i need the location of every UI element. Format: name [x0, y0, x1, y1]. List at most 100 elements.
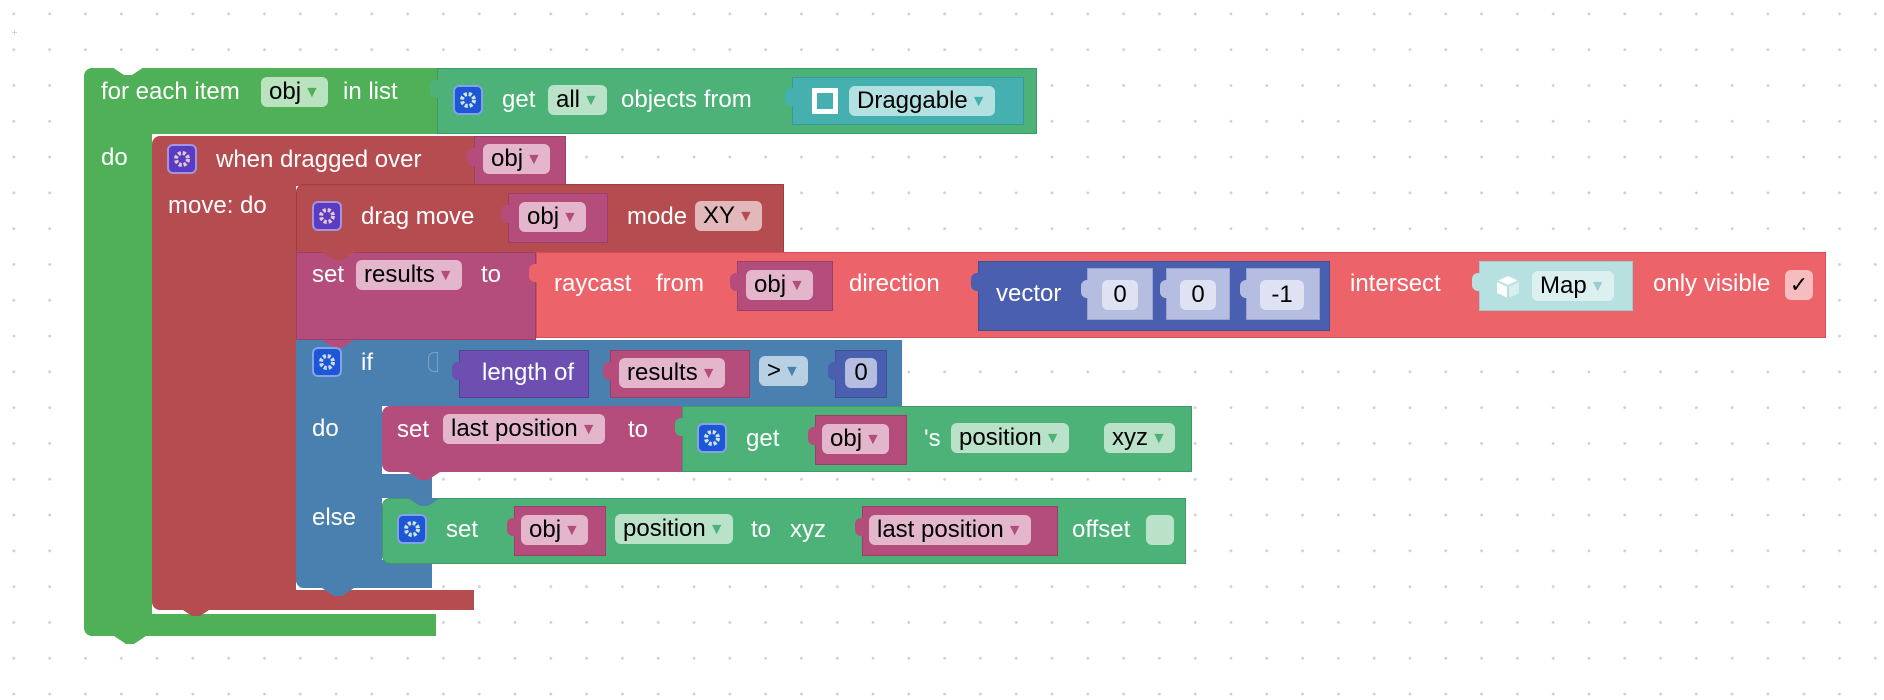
variable-dropdown[interactable]: obj▼: [746, 270, 813, 300]
map-dropdown[interactable]: Map▼: [1532, 271, 1614, 301]
intersect-label: intersect: [1350, 270, 1441, 297]
possessive-label: 's: [924, 425, 941, 452]
objects-from-label: objects from: [621, 86, 752, 113]
dropdown-value: all: [556, 86, 581, 113]
scope-dropdown[interactable]: all▼: [548, 85, 607, 115]
compare-value-input[interactable]: 0: [845, 358, 877, 388]
gear-icon[interactable]: [453, 85, 483, 115]
dropdown-arrow-icon: ▼: [437, 267, 454, 284]
variable-dropdown[interactable]: obj▼: [521, 515, 588, 545]
dropdown-value: obj: [830, 425, 863, 452]
dropdown-arrow-icon: ▼: [784, 363, 800, 380]
last-position-variable-dropdown[interactable]: last position▼: [443, 414, 605, 444]
connector-tab: [1240, 280, 1248, 298]
component-dropdown[interactable]: xyz▼: [1104, 423, 1175, 453]
for-each-body-spine: [84, 132, 152, 626]
mode-dropdown[interactable]: XY▼: [695, 201, 762, 231]
connector-tab: [730, 273, 738, 291]
only-visible-checkbox[interactable]: ✓: [1785, 270, 1813, 300]
dropdown-arrow-icon: ▼: [708, 521, 725, 538]
connector-tab: [507, 518, 515, 536]
if-block[interactable]: [296, 340, 902, 406]
drag-frame-icon: [812, 88, 838, 114]
connector-tab: [785, 88, 793, 106]
drag-move-label: drag move: [361, 203, 475, 230]
set-label: set: [397, 416, 430, 443]
from-label: from: [656, 270, 704, 297]
dropdown-arrow-icon: ▼: [562, 209, 578, 226]
gear-icon[interactable]: [167, 144, 197, 174]
dropdown-arrow-icon: ▼: [700, 365, 717, 382]
notch: [112, 67, 144, 75]
variable-dropdown[interactable]: obj▼: [519, 202, 586, 232]
variable-dropdown[interactable]: obj▼: [483, 144, 550, 174]
dropdown-arrow-icon: ▼: [580, 421, 597, 438]
dropdown-value: Map: [1540, 272, 1587, 299]
dropdown-arrow-icon: ▼: [304, 84, 320, 101]
dropdown-value: >: [767, 357, 782, 384]
dropdown-arrow-icon: ▼: [865, 431, 881, 448]
do-label: do: [312, 415, 339, 442]
in-list-label: in list: [343, 78, 398, 105]
set-position-block[interactable]: [382, 498, 1186, 564]
connector-tab: [529, 264, 537, 282]
to-label: to: [481, 261, 502, 288]
dropdown-arrow-icon: ▼: [564, 522, 580, 539]
when-dragged-footer: [152, 590, 474, 610]
vector-label: vector: [996, 280, 1062, 307]
raycast-label: raycast: [554, 270, 632, 297]
for-each-footer: [84, 614, 436, 636]
dropdown-value: obj: [529, 516, 562, 543]
direction-label: direction: [849, 270, 940, 297]
connector-tab: [971, 273, 979, 291]
offset-checkbox[interactable]: [1146, 515, 1174, 545]
gear-icon[interactable]: [697, 423, 727, 453]
dropdown-arrow-icon: ▼: [789, 277, 805, 294]
length-of-label: length of: [482, 359, 575, 386]
length-of-block[interactable]: [459, 350, 589, 398]
dropdown-value: Draggable: [857, 87, 968, 114]
dropdown-value: obj: [527, 203, 560, 230]
variable-dropdown[interactable]: results▼: [619, 358, 725, 388]
variable-dropdown[interactable]: obj▼: [822, 424, 889, 454]
checkmark-icon: ✓: [1789, 272, 1809, 297]
get-label: get: [502, 86, 536, 113]
property-dropdown[interactable]: position▼: [615, 514, 733, 544]
gear-icon[interactable]: [397, 514, 427, 544]
dropdown-value: last position: [451, 415, 578, 442]
connector-tab: [675, 418, 683, 436]
connector-tab: [452, 362, 460, 380]
if-footer: [296, 560, 432, 588]
get-label: get: [746, 425, 780, 452]
vector-y-input[interactable]: 0: [1180, 280, 1216, 310]
gear-icon[interactable]: [312, 347, 342, 377]
variable-dropdown[interactable]: last position▼: [869, 515, 1031, 545]
dropdown-value: obj: [491, 145, 524, 172]
vector-z-input[interactable]: -1: [1260, 280, 1304, 310]
set-label: set: [312, 261, 345, 288]
operator-dropdown[interactable]: >▼: [759, 356, 808, 386]
dropdown-arrow-icon: ▼: [526, 151, 542, 168]
xyz-label: xyz: [790, 516, 826, 543]
connector-tab: [808, 427, 816, 445]
dropdown-value: position: [959, 424, 1042, 451]
only-visible-label: only visible: [1653, 270, 1771, 297]
notch: [322, 340, 354, 348]
notch: [180, 608, 212, 616]
for-each-variable-dropdown[interactable]: obj▼: [261, 77, 328, 107]
notch: [322, 252, 354, 260]
vector-x-input[interactable]: 0: [1102, 280, 1138, 310]
gear-icon[interactable]: [312, 201, 342, 231]
dropdown-value: obj: [269, 78, 302, 105]
dropdown-value: position: [623, 515, 706, 542]
dropdown-value: last position: [877, 516, 1004, 543]
group-dropdown[interactable]: Draggable▼: [849, 86, 995, 116]
property-dropdown[interactable]: position▼: [951, 423, 1069, 453]
offset-label: offset: [1072, 516, 1131, 543]
if-label: if: [361, 349, 373, 376]
dropdown-value: obj: [754, 271, 787, 298]
connector-tab: [855, 518, 863, 536]
results-variable-dropdown[interactable]: results▼: [356, 260, 462, 290]
when-dragged-block[interactable]: [152, 136, 474, 186]
else-label: else: [312, 504, 357, 531]
